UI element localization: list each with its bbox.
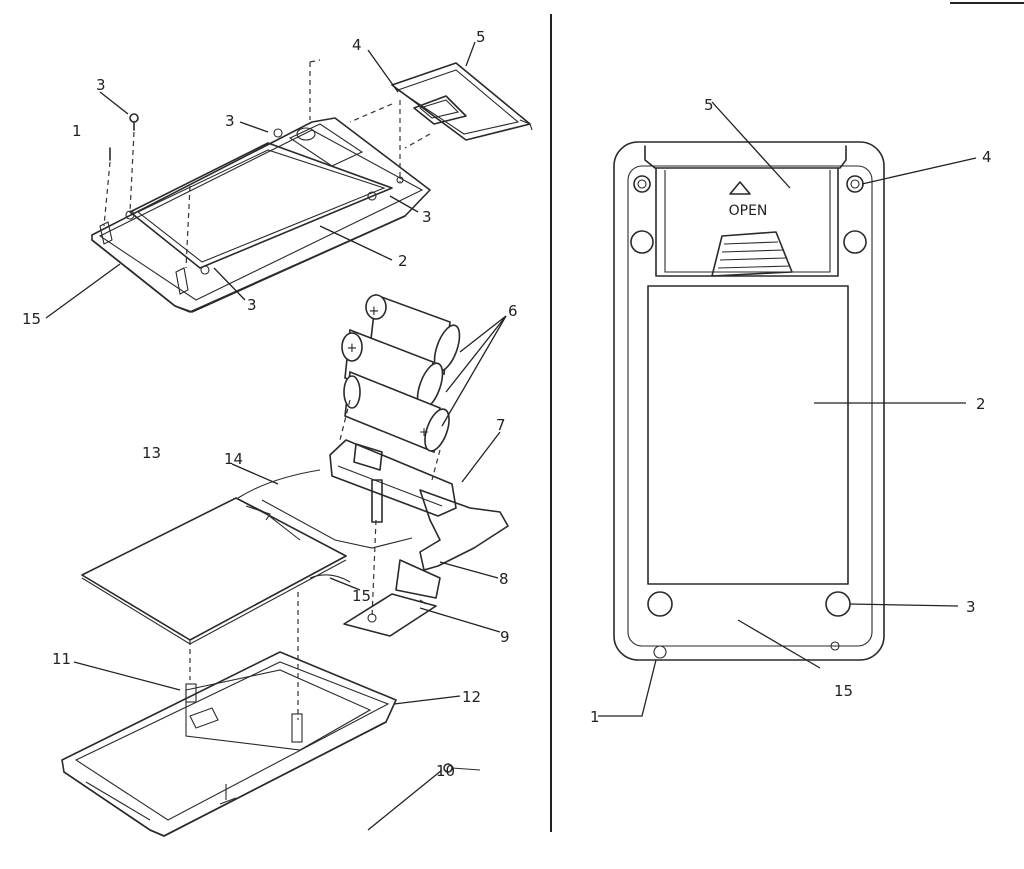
bottom-case (61, 651, 397, 837)
circuit-board (81, 497, 351, 720)
callout-12: 12 (462, 688, 481, 706)
callout-15: 15 (352, 587, 371, 605)
battery-polarity-1: + (369, 304, 380, 319)
callout-1: 1 (72, 122, 82, 140)
battery-door-closed: OPEN (655, 167, 839, 277)
exploded-view: + + + (22, 28, 533, 837)
callout-3: 3 (247, 296, 257, 314)
callout-7: 7 (496, 416, 506, 434)
callout-8: 8 (499, 570, 509, 588)
callout-4: 4 (352, 36, 362, 54)
up-arrow-icon (729, 181, 751, 195)
callout-3: 3 (966, 598, 976, 616)
exploded-callouts: 1 2 3 3 3 3 4 5 6 7 8 9 10 11 12 13 14 1… (22, 28, 518, 780)
assembled-view: OPEN (590, 96, 992, 726)
callout-10: 10 (436, 762, 455, 780)
case-inner-edge (627, 165, 873, 647)
leader-lines (45, 41, 507, 831)
door-open-label: OPEN (729, 203, 768, 219)
battery-holder (237, 439, 509, 619)
callout-15: 15 (22, 310, 41, 328)
top-cover (91, 117, 431, 313)
batteries: + + + (339, 293, 461, 481)
battery-door (309, 59, 533, 182)
callout-4: 4 (982, 148, 992, 166)
callout-3: 3 (225, 112, 235, 130)
callout-14: 14 (224, 450, 243, 468)
callout-5: 5 (704, 96, 714, 114)
callout-2: 2 (976, 395, 986, 413)
callout-13: 13 (142, 444, 161, 462)
callout-15: 15 (834, 682, 853, 700)
battery-polarity-2: + (347, 341, 358, 356)
case-feet (630, 175, 867, 659)
callout-3: 3 (96, 76, 106, 94)
screw-10 (443, 763, 481, 773)
callout-6: 6 (508, 302, 518, 320)
callout-11: 11 (52, 650, 71, 668)
callout-2: 2 (398, 252, 408, 270)
contact-plate (343, 593, 437, 637)
label-plate (647, 285, 849, 585)
callout-1: 1 (590, 708, 600, 726)
callout-3: 3 (422, 208, 432, 226)
battery-polarity-3: + (419, 425, 429, 439)
assembled-leader-lines (598, 101, 977, 717)
callout-9: 9 (500, 628, 510, 646)
case-outline (613, 141, 885, 661)
assembled-callouts: 1 2 3 4 5 15 (590, 96, 992, 726)
callout-5: 5 (476, 28, 486, 46)
screws-top (103, 113, 191, 269)
